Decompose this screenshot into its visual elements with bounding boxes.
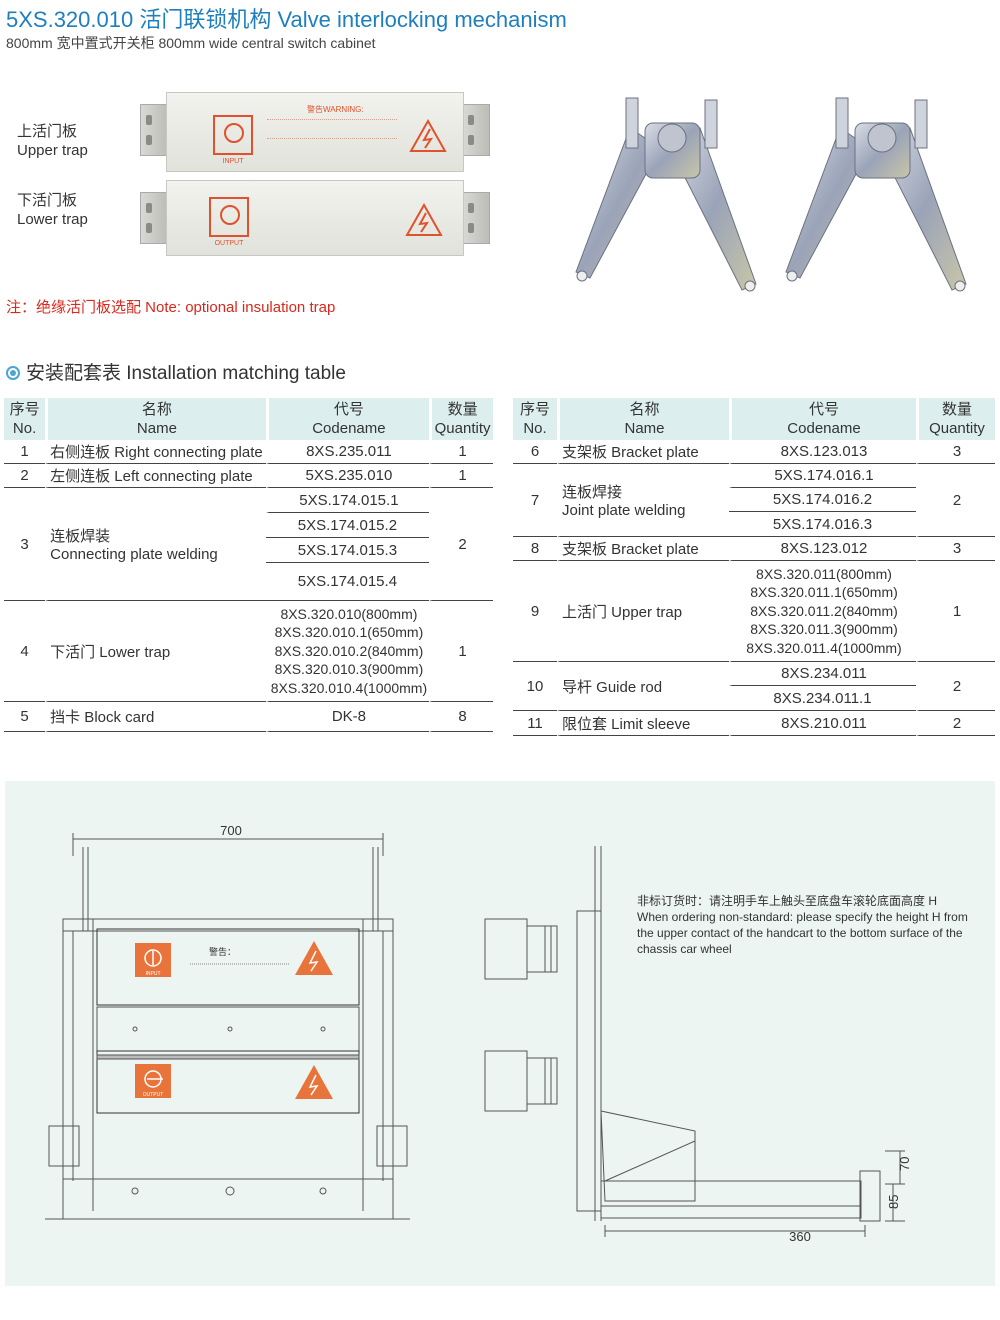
table-row: 9 上活门 Upper trap 8XS.320.011(800mm)8XS.3… xyxy=(513,561,995,662)
dimension-width-label: 700 xyxy=(220,823,242,838)
upper-trap-label: 上活门板 Upper trap xyxy=(17,122,88,160)
table-row: 10 导杆 Guide rod 8XS.234.011 2 xyxy=(513,662,995,711)
table-row: 2 左侧连板 Left connecting plate 5XS.235.010… xyxy=(4,464,493,488)
dimension-depth-label: 360 xyxy=(789,1229,811,1244)
non-standard-order-note: 非标订货时：请注明手车上触头至底盘车滚轮底面高度 H When ordering… xyxy=(637,893,982,957)
drawing-high-voltage-icon xyxy=(295,941,333,975)
order-note-en: When ordering non-standard: please speci… xyxy=(637,910,968,956)
technical-drawing-panel: INPUT 警告： OUTPUT 700 xyxy=(5,781,995,1286)
drawing-input-symbol-icon xyxy=(135,943,171,977)
lower-trap-label-en: Lower trap xyxy=(17,211,88,228)
table-row: 6 支架板 Bracket plate 8XS.123.013 3 xyxy=(513,440,995,464)
upper-trap-photo: INPUT 警告WARNING: xyxy=(140,92,490,174)
page-subtitle: 800mm 宽中置式开关柜 800mm wide central switch … xyxy=(6,35,376,51)
drawing-high-voltage-icon xyxy=(295,1065,333,1099)
interlocking-mechanism-photo xyxy=(575,97,967,292)
upper-warning-heading: 警告WARNING: xyxy=(307,105,364,114)
section-title: 安装配套表 Installation matching table xyxy=(6,358,346,385)
table-row: 8 支架板 Bracket plate 8XS.123.012 3 xyxy=(513,537,995,561)
lower-trap-label: 下活门板 Lower trap xyxy=(17,191,88,229)
drawing-output-symbol-icon xyxy=(135,1064,171,1098)
upper-trap-label-cn: 上活门板 xyxy=(17,123,78,140)
order-note-cn: 非标订货时：请注明手车上触头至底盘车滚轮底面高度 H xyxy=(637,894,938,908)
input-symbol-icon: INPUT xyxy=(213,115,253,165)
table-row: 5 挡卡 Block card DK-8 8 xyxy=(4,702,493,732)
optional-insulation-note: 注：绝缘活门板选配 Note: optional insulation trap xyxy=(6,299,336,316)
lower-trap-label-cn: 下活门板 xyxy=(17,192,78,209)
lower-trap-photo: OUTPUT xyxy=(140,180,490,258)
table-row: 1 右侧连板 Right connecting plate 8XS.235.01… xyxy=(4,440,493,464)
drawing-warning-heading: 警告： xyxy=(209,946,236,957)
page-title: 5XS.320.010 活门联锁机构 Valve interlocking me… xyxy=(6,7,567,32)
output-symbol-icon: OUTPUT xyxy=(209,197,249,247)
table-row: 4 下活门 Lower trap 8XS.320.010(800mm)8XS.3… xyxy=(4,601,493,702)
high-voltage-warning-icon xyxy=(409,119,447,152)
upper-trap-label-en: Upper trap xyxy=(17,142,88,159)
dimension-70-label: 70 xyxy=(897,1157,912,1171)
high-voltage-warning-icon xyxy=(405,203,443,236)
drawing-input-symbol-label: INPUT xyxy=(146,971,161,977)
dimension-85-label: 85 xyxy=(886,1195,901,1209)
front-and-side-view-drawing: INPUT 警告： OUTPUT 700 xyxy=(45,823,912,1244)
drawing-output-symbol-label: OUTPUT xyxy=(143,1092,164,1098)
table-row: 11 限位套 Limit sleeve 8XS.210.011 2 xyxy=(513,711,995,736)
circle-bullet-icon xyxy=(6,366,20,380)
section-title-text: 安装配套表 Installation matching table xyxy=(26,363,346,384)
